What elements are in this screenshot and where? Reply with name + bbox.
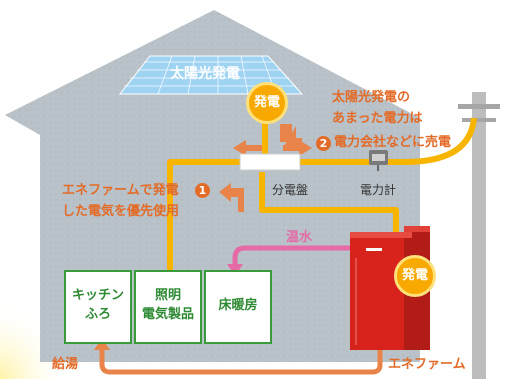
step-2-badge: 2 (316, 136, 331, 151)
surplus-note-line2: あまった電力は (332, 111, 423, 126)
sell-note: 電力会社などに売電 (334, 135, 452, 150)
hot-water-label: 温水 (286, 230, 313, 245)
distribution-board (239, 153, 301, 171)
surplus-note-line1: 太陽光発電の (332, 90, 411, 105)
meter-wire (377, 163, 379, 171)
enefarm-use-note-line1: エネファームで発電 (62, 183, 179, 198)
sell-arrows (233, 124, 312, 156)
line-left-feed (167, 159, 262, 272)
room-kitchen-bath-line1: キッチン (71, 288, 124, 303)
utility-pole (458, 92, 500, 379)
supply-line (99, 346, 383, 375)
room-lighting-line1: 照明 (154, 288, 181, 303)
enefarm-label: エネファーム (388, 357, 466, 372)
distribution-board-label: 分電盤 (272, 183, 309, 197)
power-meter (369, 150, 388, 165)
room-lighting-appliances: 照明 電気製品 (134, 270, 202, 344)
line-board-to-pole (266, 117, 477, 165)
solar-generation-badge: 発電 (246, 82, 288, 124)
solar-panel-label: 太陽光発電 (170, 66, 240, 82)
room-kitchen-bath: キッチン ふろ (64, 270, 132, 344)
priority-arrow (219, 183, 244, 212)
room-floor-heating-line1: 床暖房 (218, 298, 258, 313)
room-lighting-line2: 電気製品 (141, 307, 194, 322)
enefarm-generation-badge: 発電 (394, 255, 436, 297)
hot-water-supply-label: 給湯 (52, 357, 79, 372)
supply-arrowhead (94, 338, 110, 350)
power-meter-label: 電力計 (360, 183, 397, 197)
hot-water-line (232, 245, 360, 268)
step-1-badge: 1 (195, 183, 210, 198)
room-kitchen-bath-line2: ふろ (84, 307, 111, 322)
room-floor-heating: 床暖房 (204, 270, 272, 344)
enefarm-use-note-line2: した電気を優先使用 (62, 204, 180, 219)
